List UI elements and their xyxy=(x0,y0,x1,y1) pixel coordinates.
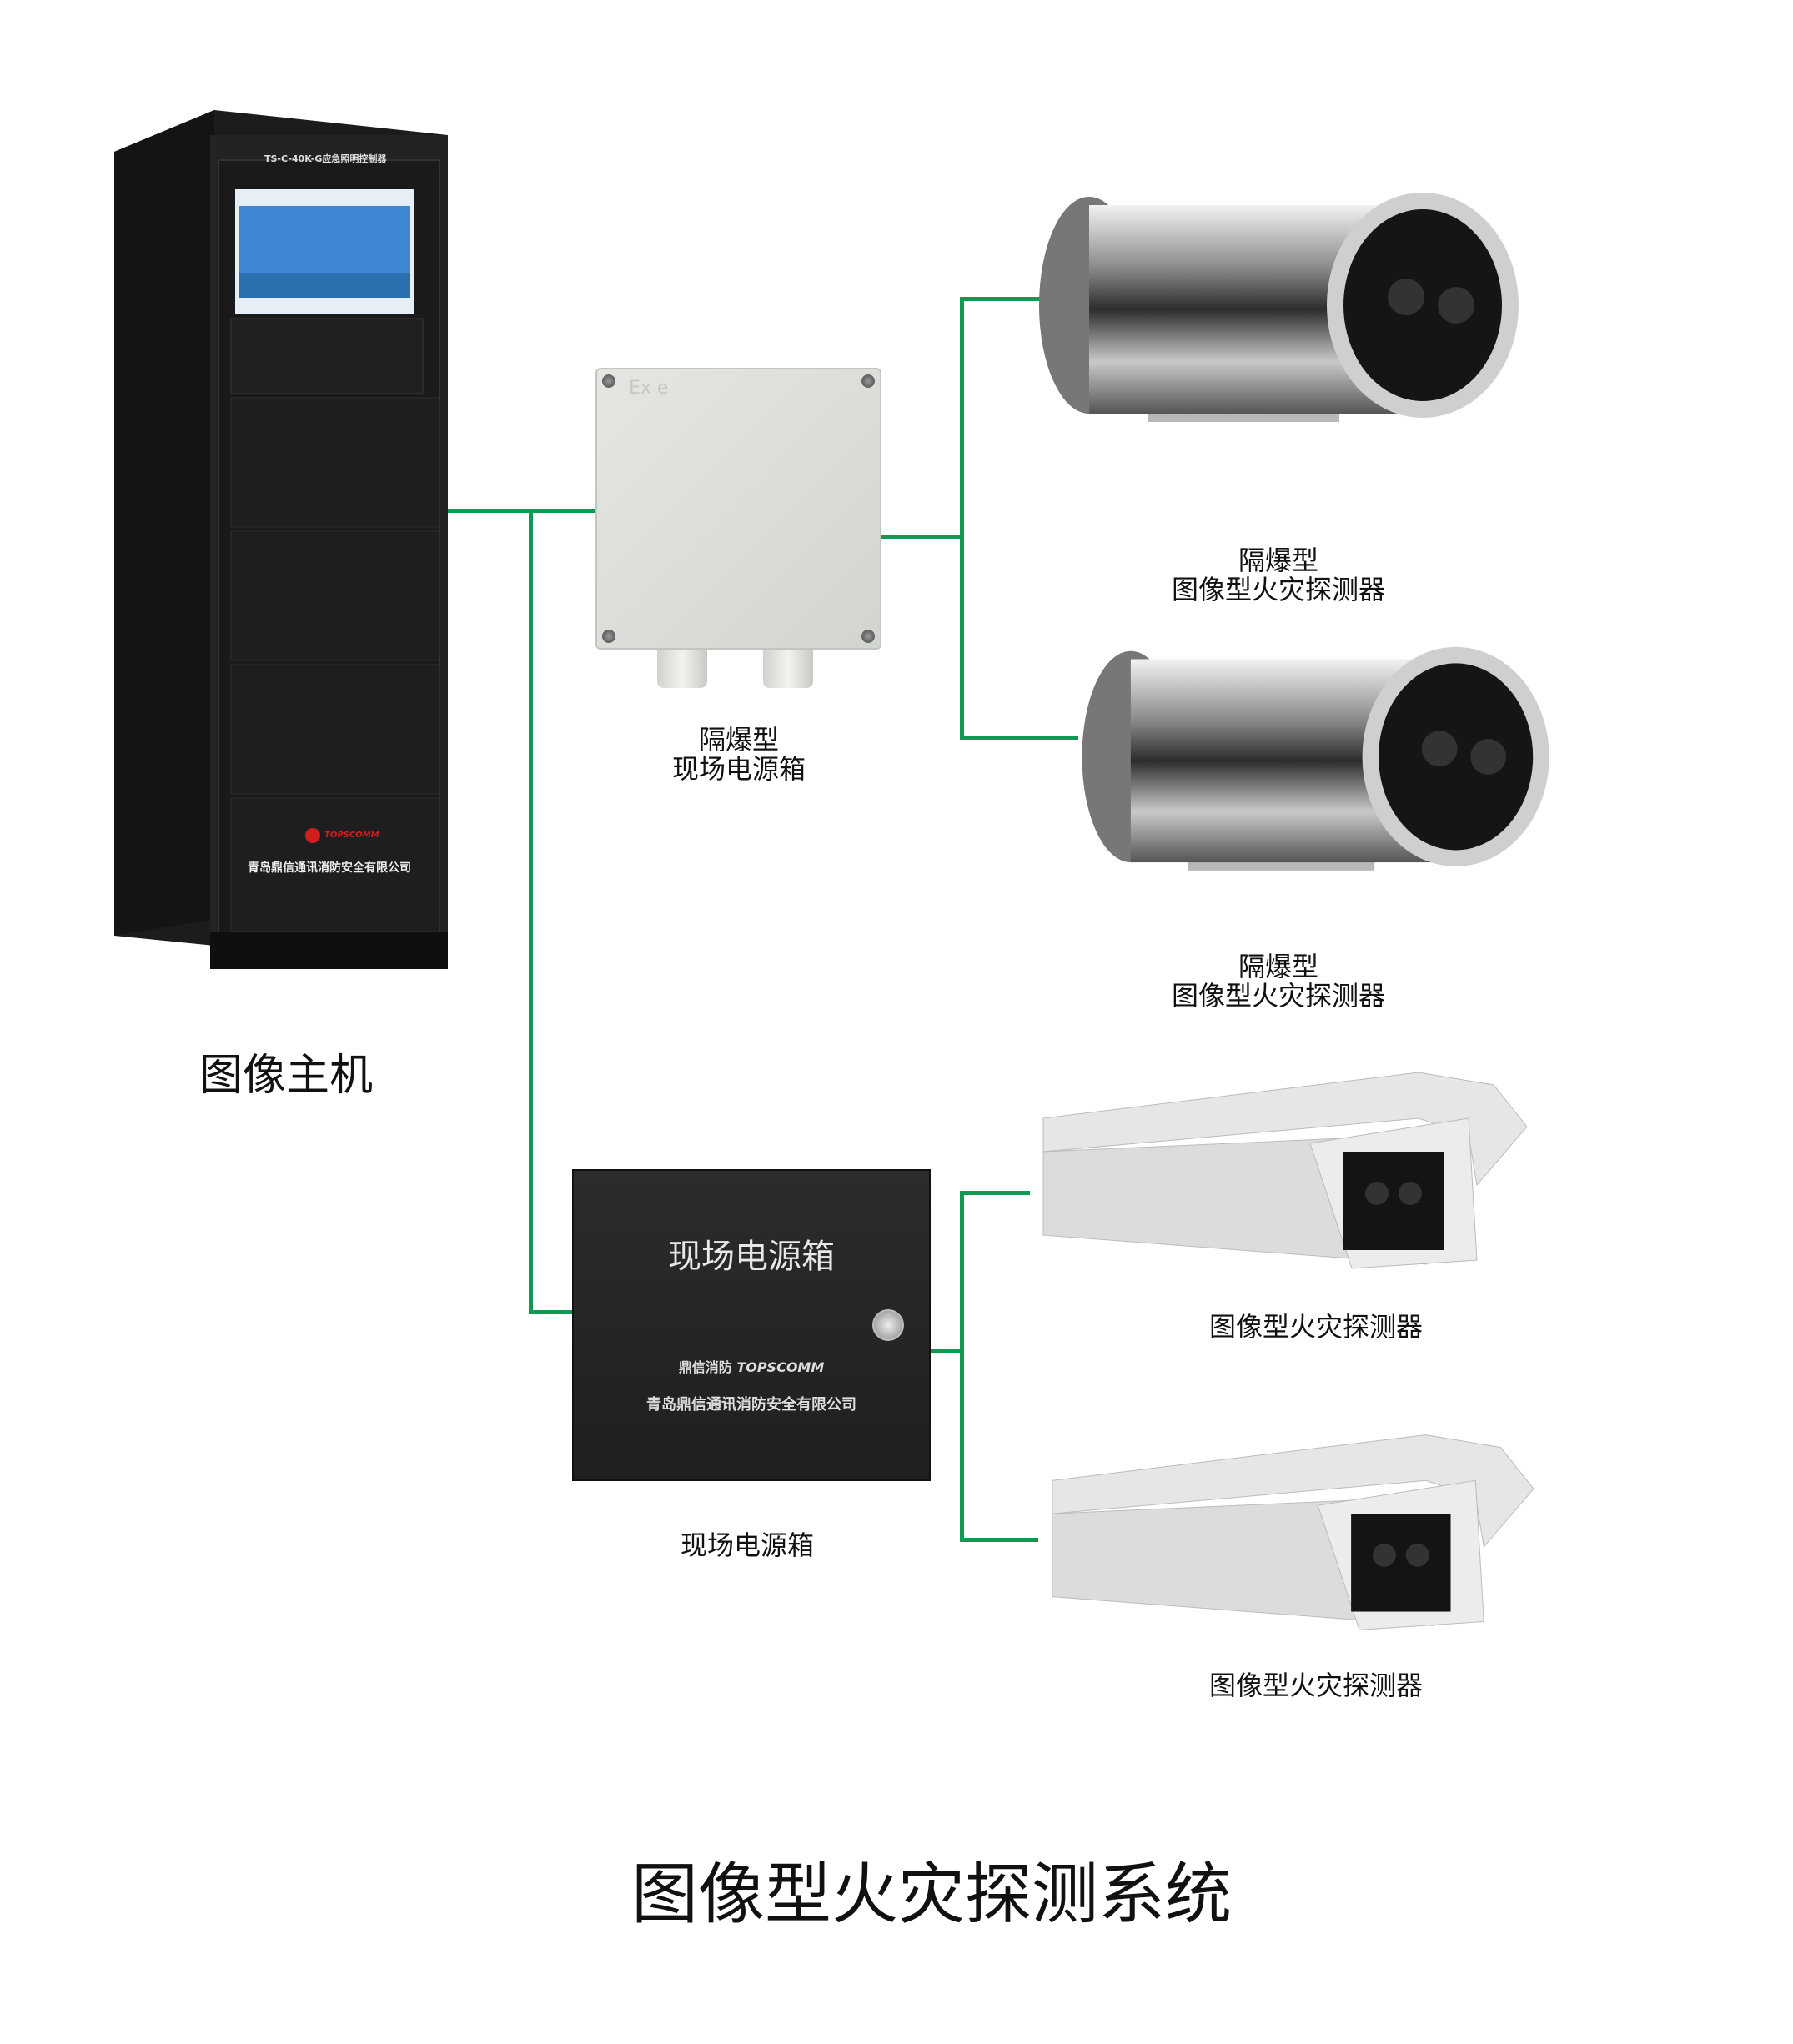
label-line: 图像型火灾探测器 xyxy=(1171,980,1386,1012)
power-box-label: 现场电源箱 xyxy=(680,1529,815,1561)
power-box-front-title: 现场电源箱 xyxy=(668,1238,835,1276)
connector-power-box-out xyxy=(931,1349,964,1353)
label-line: 隔爆型 xyxy=(1238,545,1319,576)
connector-to-detector-4 xyxy=(960,1538,1038,1542)
explosion-proof-detector-1 xyxy=(1039,193,1519,422)
connector-branch-vertical xyxy=(960,1191,964,1542)
connector-host-to-ex-box xyxy=(448,509,598,513)
power-box-logo: 鼎信消防 TOPSCOMM xyxy=(574,1356,929,1376)
cable-gland xyxy=(657,650,707,688)
connector-to-detector-1 xyxy=(960,297,1043,301)
ex-power-box-label: 隔爆型 现场电源箱 xyxy=(671,724,806,786)
logo-cn: 鼎信消防 xyxy=(678,1359,732,1375)
detector-3-label: 图像型火灾探测器 xyxy=(1208,1311,1424,1343)
lock-icon xyxy=(872,1309,904,1341)
host-brand-logo: TOPSCOMM xyxy=(324,831,379,840)
host-panel-title: TS-C-40K-G应急照明控制器 xyxy=(264,153,387,164)
connector-to-power-box xyxy=(529,1310,574,1314)
connector-to-detector-3 xyxy=(960,1191,1030,1195)
connector-trunk-vertical xyxy=(529,509,533,1314)
ex-marking: Ex e xyxy=(629,378,669,399)
ex-power-box: Ex e xyxy=(595,368,881,650)
label-line: 图像型火灾探测器 xyxy=(1171,574,1386,606)
cable-gland xyxy=(763,650,813,688)
image-fire-detector-3 xyxy=(1042,1072,1528,1269)
connector-ex-box-out xyxy=(881,535,963,539)
connector-ex-branch-vertical xyxy=(960,297,964,740)
image-host-label: 图像主机 xyxy=(198,1051,374,1101)
power-box-company: 青岛鼎信通讯消防安全有限公司 xyxy=(646,1396,856,1414)
logo-en: TOPSCOMM xyxy=(736,1359,825,1375)
detector-1-label: 隔爆型 图像型火灾探测器 xyxy=(1171,545,1386,606)
explosion-proof-detector-2 xyxy=(1082,646,1549,871)
detector-4-label: 图像型火灾探测器 xyxy=(1208,1670,1424,1701)
power-box: 现场电源箱 鼎信消防 TOPSCOMM 青岛鼎信通讯消防安全有限公司 xyxy=(572,1169,931,1481)
host-company-name: 青岛鼎信通讯消防安全有限公司 xyxy=(248,861,411,875)
label-line: 隔爆型 xyxy=(1238,951,1319,982)
label-line: 现场电源箱 xyxy=(671,753,806,786)
image-fire-detector-4 xyxy=(1052,1434,1534,1630)
detector-2-label: 隔爆型 图像型火灾探测器 xyxy=(1172,952,1385,1011)
image-host-cabinet: TS-C-40K-G应急照明控制器 TOPSCOMM 青岛鼎信通讯消防安全有限公… xyxy=(114,110,448,969)
connector-to-detector-2 xyxy=(960,736,1078,740)
diagram-title: 图像型火灾探测系统 xyxy=(631,1856,1232,1933)
label-line: 隔爆型 xyxy=(698,724,780,756)
